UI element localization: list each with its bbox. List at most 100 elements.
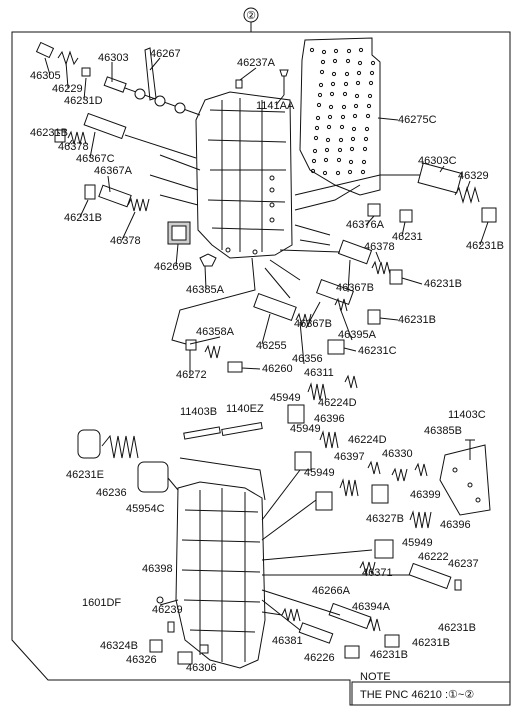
note-box: NOTE THE PNC 46210 :①~② [351,671,511,706]
label-46324B: 46324B [100,640,138,652]
plate-hole [336,157,342,163]
label-46396: 46396 [440,519,471,531]
label-46275C: 46275C [398,114,437,126]
label-46255: 46255 [256,340,287,352]
label-46260: 46260 [262,363,293,375]
plate-hole [309,47,315,53]
plate-hole [327,114,333,120]
plate-hole [343,81,349,87]
label-46226: 46226 [304,652,335,664]
label-46326: 46326 [126,654,157,666]
plate-hole [357,60,363,66]
plate-hole [351,126,357,132]
label-46385B: 46385B [424,425,462,437]
label-46367A: 46367A [94,165,133,177]
label-46358A: 46358A [196,326,235,338]
note-text: THE PNC 46210 :①~② [360,689,474,701]
label-46398: 46398 [142,563,173,575]
label-46231: 46231 [392,231,423,243]
upper-valve-body [195,91,293,259]
label-1140EZ: 1140EZ [226,403,264,415]
label-11403C: 11403C [448,409,486,421]
label-46231B: 46231B [424,278,462,290]
plate-hole [352,113,358,119]
plate-hole [366,103,372,109]
label-46381: 46381 [272,635,303,647]
plate-hole [342,91,348,97]
label-leaders [44,57,489,375]
plate-hole [339,124,345,130]
plate-hole [337,147,343,153]
label-46397: 46397 [334,451,365,463]
middle-parts [185,292,312,373]
plate-hole [333,48,339,54]
plate-hole [313,135,319,141]
label-46367C: 46367C [76,153,115,165]
label-46231D: 46231D [64,95,103,107]
label-46330: 46330 [382,448,413,460]
plate-hole [329,91,335,97]
label-46272: 46272 [176,369,207,381]
label-46224D: 46224D [348,434,387,446]
label-45949: 45949 [304,467,335,479]
plate-hole [330,81,336,87]
plate-hole [361,159,367,165]
plate-hole [318,82,324,88]
label-46385A: 46385A [186,284,225,296]
label-46231B: 46231B [64,212,102,224]
plate-hole [340,114,346,120]
plate-hole [335,170,341,176]
plate-hole [364,126,370,132]
label-46303C: 46303C [418,155,457,167]
label-46394A: 46394A [352,601,391,613]
upper-parts [35,41,289,267]
label-46231B: 46231B [412,637,450,649]
plate-hole [316,102,322,108]
plate-hole [354,93,360,99]
frame-outline [11,31,511,706]
plate-hole [331,71,337,77]
plate-hole [312,148,318,154]
plate-hole [362,146,368,152]
lower-left-parts [77,421,263,665]
plate-hole [319,69,325,75]
label-1601DF: 1601DF [82,597,121,609]
top-marker: ② [243,7,259,32]
label-46399: 46399 [410,489,441,501]
plate-hole [346,48,352,54]
label-46266A: 46266A [312,585,351,597]
label-11403B: 11403B [180,406,217,418]
label-46231C: 46231C [358,345,397,357]
plate-hole [323,157,329,163]
note-title: NOTE [360,671,391,683]
label-45949: 45949 [402,537,433,549]
plate-hole [325,137,331,143]
label-45954C: 45954C [126,503,165,515]
plate-hole [355,80,361,86]
label-46329: 46329 [458,170,489,182]
label-46376A: 46376A [346,219,385,231]
label-45949: 45949 [270,392,301,404]
plate-hole [345,58,351,64]
plate-hole [341,104,347,110]
plate-hole [322,170,328,176]
label-46236: 46236 [96,487,127,499]
label-46356: 46356 [292,353,323,365]
label-46224D: 46224D [318,397,357,409]
plate-hole [315,115,321,121]
label-46367B: 46367B [336,282,374,294]
leader-lines-lower [167,457,410,631]
label-46229: 46229 [52,83,83,95]
plate-hole [344,71,350,77]
plate-hole [368,80,374,86]
plate-hole [363,136,369,142]
plate-hole [310,168,316,174]
plate-hole [356,70,362,76]
label-46378: 46378 [110,235,141,247]
label-46231B: 46231B [466,240,504,252]
callout-labels: 46305 46229 46303 46267 46231D 46231B 46… [30,48,504,674]
label-46327B: 46327B [366,513,404,525]
label-46395A: 46395A [338,329,377,341]
